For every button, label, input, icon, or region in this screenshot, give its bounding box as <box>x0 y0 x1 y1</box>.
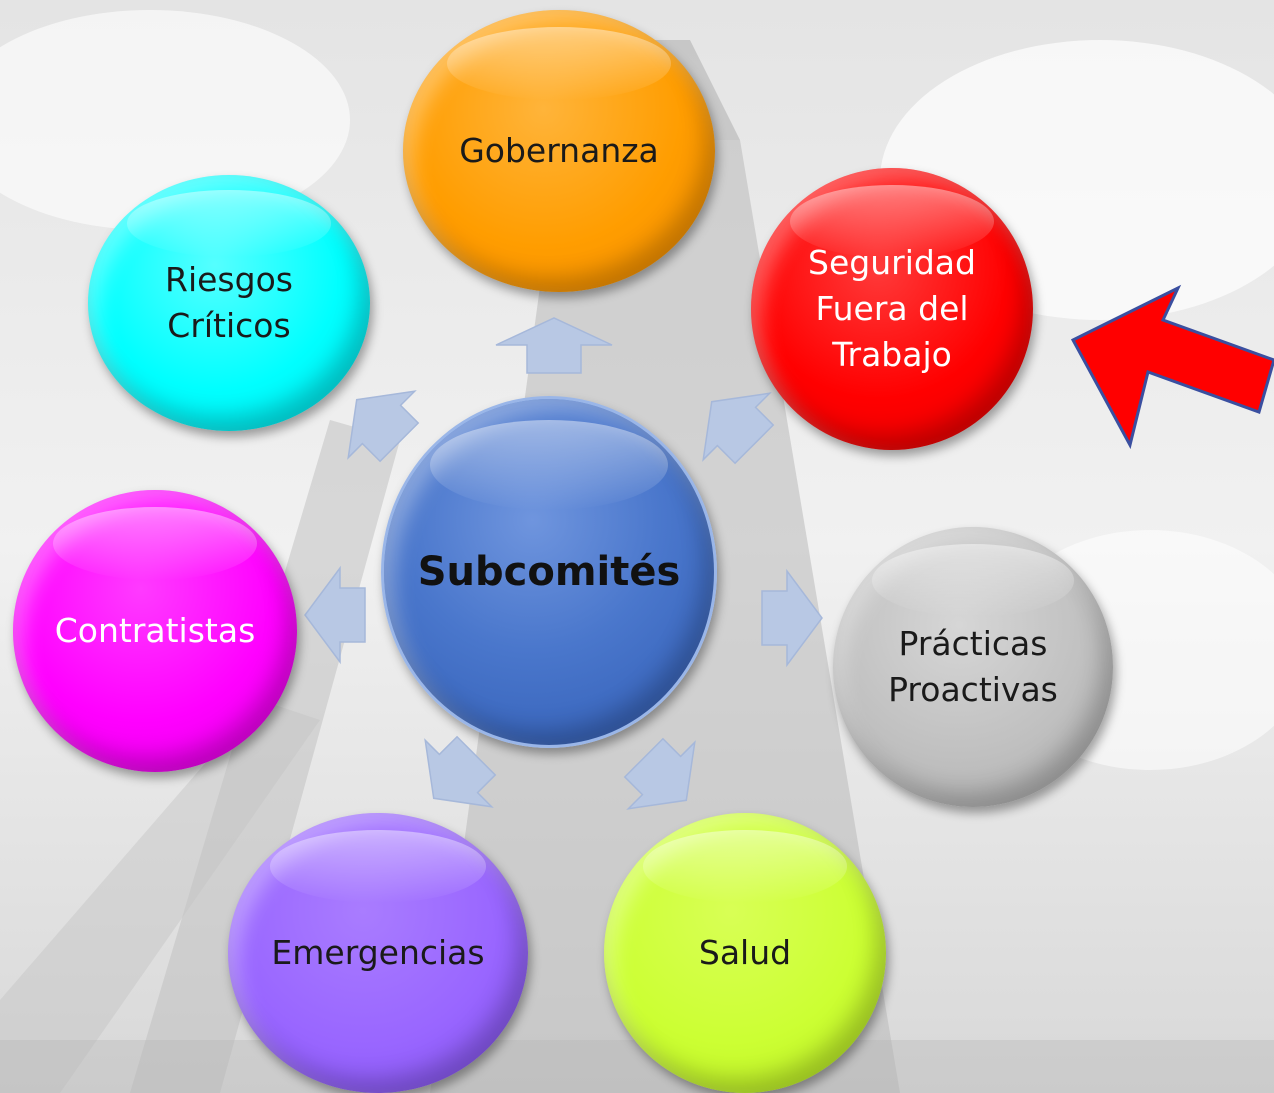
arrow-to-gobernanza <box>495 317 613 374</box>
node-practicas-proactivas: Prácticas Proactivas <box>833 527 1113 807</box>
arrow-to-salud <box>623 737 696 810</box>
node-center-subcomites: Subcomités <box>381 396 717 748</box>
node-gobernanza-label: Gobernanza <box>459 131 659 170</box>
arrow-to-seguridad <box>702 392 775 465</box>
arrow-to-contratistas <box>304 565 366 665</box>
node-seguridad-fuera-del-trabajo: Seguridad Fuera del Trabajo <box>751 168 1033 450</box>
center-label: Subcomités <box>417 549 681 595</box>
node-practicas-label: Prácticas Proactivas <box>888 624 1058 709</box>
node-riesgos-label: Riesgos Críticos <box>165 260 293 345</box>
node-contratistas: Contratistas <box>13 490 297 772</box>
arrow-to-emergencias <box>424 735 497 808</box>
node-emergencias-label: Emergencias <box>271 933 485 972</box>
node-contratistas-label: Contratistas <box>54 611 256 650</box>
node-riesgos-criticos: Riesgos Críticos <box>88 175 370 431</box>
arrow-to-practicas <box>761 568 823 668</box>
node-salud-label: Salud <box>698 933 792 972</box>
node-gobernanza: Gobernanza <box>403 10 715 292</box>
node-salud: Salud <box>604 813 886 1093</box>
arrow-to-riesgos <box>347 390 420 463</box>
node-emergencias: Emergencias <box>228 813 528 1093</box>
node-seguridad-label: Seguridad Fuera del Trabajo <box>808 243 976 374</box>
